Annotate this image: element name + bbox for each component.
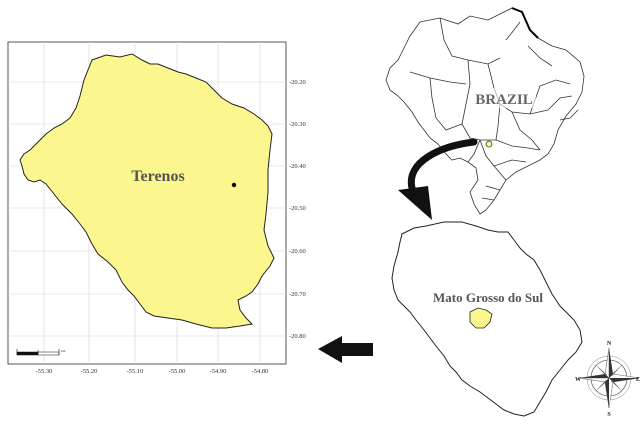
brazil-map [385,7,585,215]
compass-north: N [607,341,612,347]
lat-tick-label: -20.30 [289,121,306,128]
main-map-panel: Terenos -20.20 -20.30 -20.40 -20.50 -20.… [7,41,306,375]
brazil-label-box [472,88,536,108]
terenos-municipality-shape [19,53,275,329]
scale-bar-unit: km [61,349,66,353]
compass-east: E [636,377,640,383]
left-arrow-icon [318,336,373,363]
lat-tick-label: -20.20 [289,79,306,86]
lon-tick-label: -55.00 [169,368,186,375]
lat-tick-label: -20.70 [289,291,306,298]
compass-south: S [607,412,611,418]
location-point [231,182,237,188]
lat-tick-label: -20.60 [289,248,306,255]
brazil-label: BRAZIL [475,92,533,108]
brazil-outline [385,7,585,215]
compass-west: W [575,377,581,383]
brazil-coast-accent [511,7,539,39]
scale-bar: km [16,349,66,356]
lon-tick-label: -54.90 [210,368,227,375]
ms-terenos-shape [469,307,493,329]
compass-letters: N S W E [575,341,640,418]
lat-tick-label: -20.40 [289,163,306,170]
brazil-locator-dot [485,140,493,148]
lon-tick-label: -55.10 [127,368,144,375]
lat-tick-label: -20.50 [289,205,306,212]
lon-tick-label: -55.30 [36,368,53,375]
lat-tick-label: -20.80 [289,333,306,340]
municipality-label: Terenos [131,168,184,185]
curved-arrow-icon [398,138,478,220]
compass-rose-icon [578,347,640,409]
lon-tick-label: -54.80 [252,368,269,375]
lon-tick-label: -55.20 [81,368,98,375]
latitude-tick-labels: -20.20 -20.30 -20.40 -20.50 -20.60 -20.7… [289,79,306,340]
longitude-tick-labels: -55.30 -55.20 -55.10 -55.00 -54.90 -54.8… [36,368,269,375]
ms-label: Mato Grosso do Sul [433,290,543,305]
